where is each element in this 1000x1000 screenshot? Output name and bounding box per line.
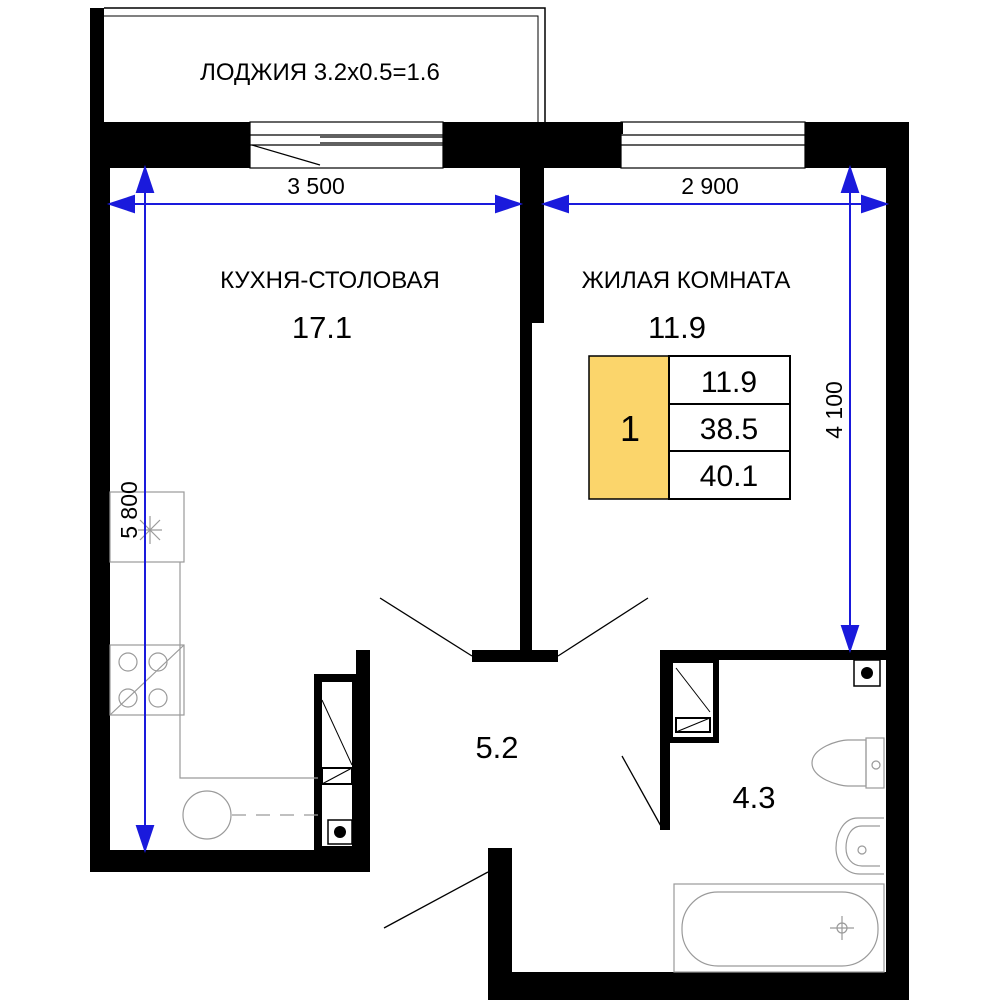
loggia-outline-inner: [104, 15, 539, 122]
door-living-leaf: [557, 597, 649, 657]
walls: [90, 122, 909, 1000]
loggia-left-wall: [90, 8, 104, 134]
dim-living-width-label: 2 900: [681, 173, 739, 199]
kitchen-worktop: [179, 562, 318, 779]
balcony-door-leaf: [251, 144, 321, 166]
kitchen-fixtures: [109, 491, 318, 840]
wall-partition: [520, 168, 544, 323]
wall-bath-left: [488, 848, 512, 1000]
wall-hall-header: [472, 650, 558, 662]
kitchen-sink: [182, 790, 232, 840]
bathroom-fixtures: [673, 659, 885, 973]
wall-top-right: [805, 134, 909, 168]
kitchen-counter: [109, 491, 185, 563]
wall-top-left-pier: [90, 134, 250, 168]
kitchen-label: КУХНЯ-СТОЛОВАЯ: [220, 267, 440, 294]
shaft-bath-outer: [667, 657, 719, 743]
wall-bottom-bath: [488, 972, 909, 1000]
hall-area: 5.2: [475, 730, 518, 765]
rooms-count: 1: [620, 408, 640, 449]
wall-partition-thin: [520, 323, 532, 650]
wall-bottom-kitchen: [90, 850, 370, 872]
summary-total-area: 38.5: [700, 413, 758, 446]
summary-total-with-loggia: 40.1: [700, 460, 758, 493]
bathroom-area: 4.3: [732, 780, 775, 815]
wall-top-left: [90, 122, 250, 134]
summary-box: 1 11.9 38.5 40.1: [588, 355, 791, 500]
wall-bath-top: [660, 650, 909, 660]
dimension-lines: [106, 164, 890, 854]
wall-top-right-cap: [805, 122, 909, 134]
summary-values-cell: [668, 355, 791, 500]
bathtub: [673, 883, 885, 973]
stove: [109, 644, 185, 716]
dim-living-depth-label: 4 100: [821, 381, 847, 439]
toilet: [811, 739, 867, 787]
wall-top-mid-cap: [443, 122, 623, 134]
kitchen-shaft-details: [321, 699, 353, 845]
kitchen-riser-icon: [334, 826, 346, 838]
dim-kitchen-depth-label: 5 800: [116, 481, 142, 539]
rooms-count-cell: [588, 355, 670, 500]
dim-kitchen-width-label: 3 500: [287, 173, 345, 199]
door-kitchen-leaf: [379, 597, 473, 657]
washbasin: [835, 817, 884, 875]
loggia: ЛОДЖИЯ 3.2x0.5=1.6: [90, 7, 546, 134]
windows: [249, 121, 806, 169]
shaft-kitchen-outer: [314, 674, 360, 854]
door-bath-leaf: [621, 755, 663, 829]
kitchen-area: 17.1: [292, 310, 352, 345]
summary-living-area: 11.9: [701, 366, 757, 399]
door-entry-leaf: [383, 871, 489, 929]
loggia-label: ЛОДЖИЯ 3.2x0.5=1.6: [200, 59, 440, 86]
living-area: 11.9: [648, 310, 706, 345]
wall-bath-top-left: [660, 650, 670, 830]
loggia-outline: [104, 7, 546, 122]
wall-left: [90, 168, 110, 872]
bath-riser-icon: [861, 667, 873, 679]
door-swings: [379, 597, 663, 929]
living-label: ЖИЛАЯ КОМНАТА: [582, 267, 791, 294]
wall-top-mid: [443, 134, 621, 168]
wall-right: [886, 168, 909, 1000]
